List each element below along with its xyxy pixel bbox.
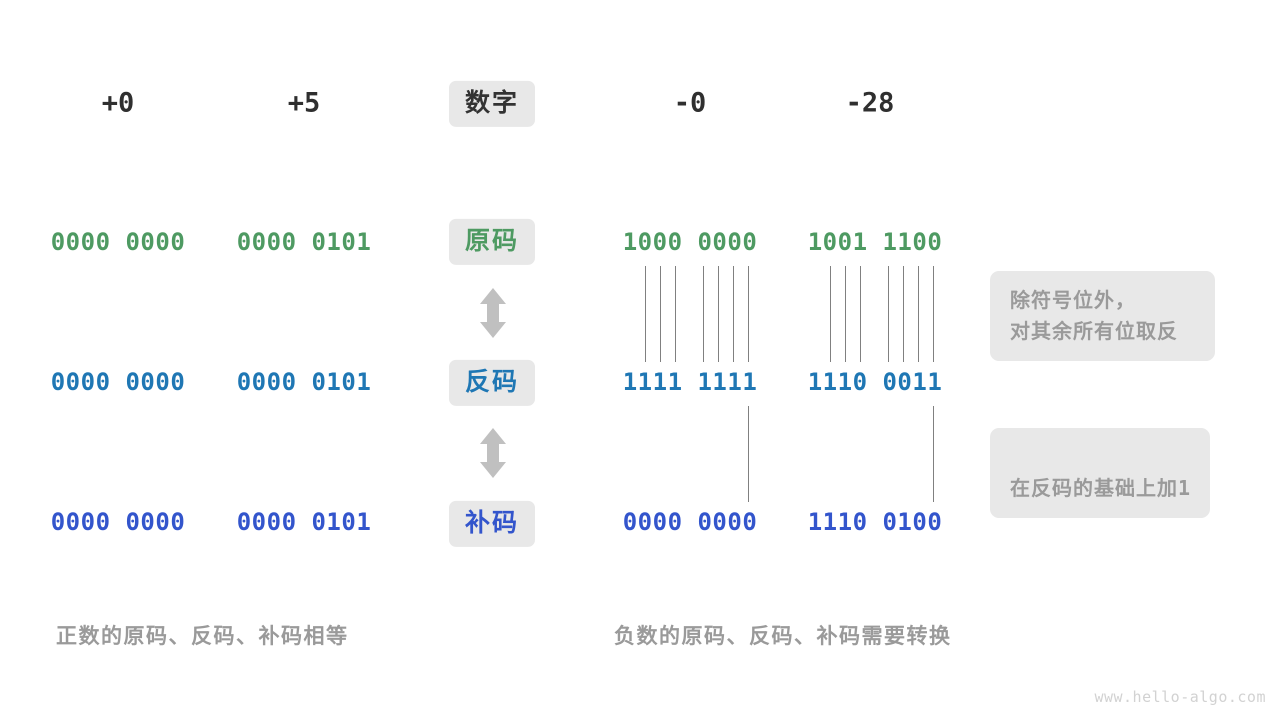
connector-line xyxy=(845,266,846,362)
connector-line xyxy=(933,406,934,502)
annotation-add-one-text: 在反码的基础上加 xyxy=(1010,476,1178,500)
ones-complement-bits-minus-zero: 1111 1111 xyxy=(622,368,758,396)
number-value-plus-five: +5 xyxy=(287,87,321,119)
double-headed-vertical-arrow-icon xyxy=(476,427,510,479)
true-form-bits-plus-five: 0000 0101 xyxy=(236,228,372,256)
row-label-true-form: 原码 xyxy=(448,218,536,266)
number-value-minus-zero: -0 xyxy=(673,87,707,119)
connector-line xyxy=(918,266,919,362)
connector-line xyxy=(660,266,661,362)
ones-complement-bits-minus-twentyeight: 1110 0011 xyxy=(807,368,943,396)
double-headed-vertical-arrow-icon xyxy=(476,287,510,339)
connector-line xyxy=(675,266,676,362)
connector-line xyxy=(830,266,831,362)
ones-complement-bits-plus-five: 0000 0101 xyxy=(236,368,372,396)
connector-line xyxy=(733,266,734,362)
caption-negative-numbers: 负数的原码、反码、补码需要转换 xyxy=(614,624,952,648)
connector-line xyxy=(748,266,749,362)
connector-line xyxy=(645,266,646,362)
twos-complement-bits-minus-twentyeight: 1110 0100 xyxy=(807,508,943,536)
number-value-minus-twentyeight: -28 xyxy=(845,87,895,119)
twos-complement-bits-plus-zero: 0000 0000 xyxy=(50,508,186,536)
connector-line xyxy=(718,266,719,362)
connector-line xyxy=(860,266,861,362)
true-form-bits-minus-zero: 1000 0000 xyxy=(622,228,758,256)
connector-line xyxy=(888,266,889,362)
ones-complement-bits-plus-zero: 0000 0000 xyxy=(50,368,186,396)
connector-line xyxy=(903,266,904,362)
true-form-bits-minus-twentyeight: 1001 1100 xyxy=(807,228,943,256)
row-label-twos-complement: 补码 xyxy=(448,500,536,548)
row-label-number: 数字 xyxy=(448,80,536,128)
annotation-add-one: 在反码的基础上加1 xyxy=(990,428,1211,518)
row-label-ones-complement: 反码 xyxy=(448,359,536,407)
annotation-invert-bits: 除符号位外， 对其余所有位取反 xyxy=(990,271,1215,361)
connector-line xyxy=(748,406,749,502)
connector-line xyxy=(703,266,704,362)
number-value-plus-zero: +0 xyxy=(101,87,135,119)
caption-positive-numbers: 正数的原码、反码、补码相等 xyxy=(56,624,349,648)
connector-line xyxy=(933,266,934,362)
annotation-add-one-value: 1 xyxy=(1178,476,1191,500)
twos-complement-bits-minus-zero: 0000 0000 xyxy=(622,508,758,536)
twos-complement-bits-plus-five: 0000 0101 xyxy=(236,508,372,536)
true-form-bits-plus-zero: 0000 0000 xyxy=(50,228,186,256)
site-watermark: www.hello-algo.com xyxy=(1094,688,1266,706)
